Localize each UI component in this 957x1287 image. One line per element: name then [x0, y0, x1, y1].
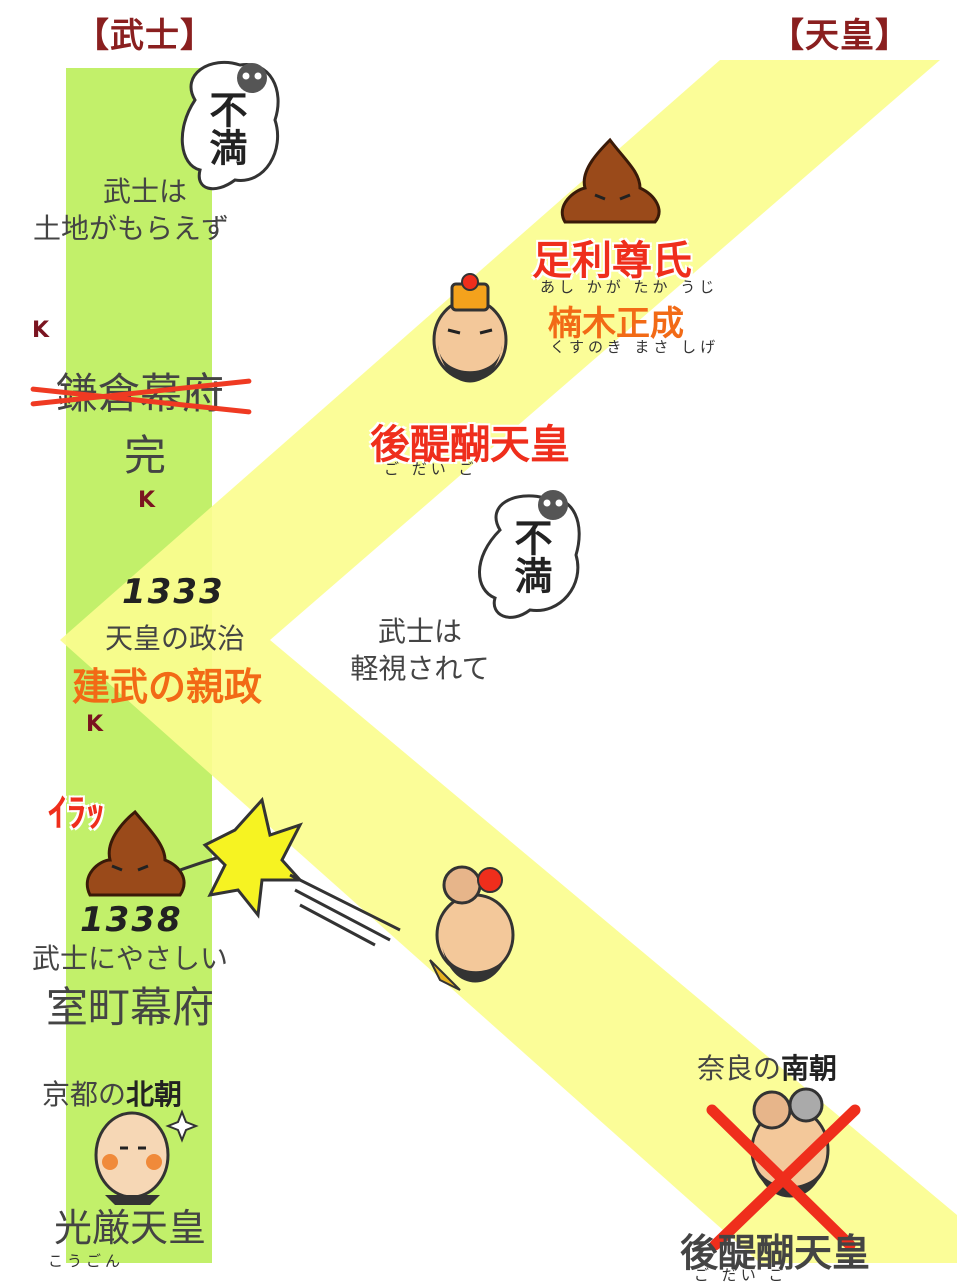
ashikaga-ruby: あし かが たか うじ	[540, 278, 719, 296]
k-mark-2: K	[138, 488, 156, 513]
kenmu-restoration: 建武の親政	[72, 665, 263, 709]
skull-bubble-middle-icon	[478, 490, 581, 619]
complaint-line1: 武士は	[102, 175, 187, 208]
kan-text: 完	[123, 431, 166, 480]
samurai-kind: 武士にやさしい	[31, 942, 228, 975]
k-mark-3: K	[86, 712, 104, 737]
bubble-text-middle: 不満	[508, 518, 552, 594]
ashikaga-poop-icon	[561, 137, 661, 224]
godaigo-face-upper-icon	[432, 273, 508, 383]
godaigo-emperor-bottom: 後醍醐天皇	[680, 1231, 871, 1275]
ashikaga-takauji: 足利尊氏	[532, 238, 692, 284]
nara-bold: 南朝	[781, 1052, 838, 1085]
year-1338: 1338	[80, 900, 183, 940]
kogon-face-icon	[94, 1109, 199, 1205]
kogon-emperor: 光厳天皇	[53, 1206, 206, 1250]
kyoto-north: 京都の北朝	[42, 1078, 182, 1112]
godaigo-emperor-upper: 後醍醐天皇	[370, 422, 570, 468]
godaigo-ruby-bottom: ご だい ご	[694, 1266, 788, 1284]
godaigo-ruby-upper: ご だい ご	[384, 460, 478, 478]
header-samurai: 【武士】	[75, 16, 215, 56]
impact-burst-icon	[202, 796, 401, 947]
kyoto-bold: 北朝	[126, 1078, 183, 1111]
nara-south: 奈良の南朝	[697, 1052, 837, 1086]
bubble-text-top: 不満	[203, 90, 247, 166]
nara-prefix: 奈良の	[697, 1052, 782, 1085]
kogon-ruby: こうごん	[48, 1252, 125, 1270]
muromachi-shogunate: 室町幕府	[45, 983, 214, 1032]
godaigo-face-knocked-icon	[429, 865, 515, 991]
iratsu-text: ｲﾗｯ	[48, 791, 106, 835]
kyoto-prefix: 京都の	[42, 1078, 127, 1111]
year-1333: 1333	[122, 572, 225, 612]
samurai-ignored-line2: 軽視されて	[350, 652, 490, 685]
kusunoki-masashige: 楠木正成	[548, 304, 684, 344]
samurai-ignored-line1: 武士は	[377, 615, 462, 648]
complaint-line2: 土地がもらえず	[32, 212, 229, 245]
kusunoki-ruby: くすのき まさ しげ	[550, 338, 720, 356]
emperor-politics: 天皇の政治	[104, 622, 245, 655]
red-x-icon	[706, 1104, 861, 1251]
header-emperor: 【天皇】	[770, 16, 910, 56]
k-mark-1: K	[32, 318, 50, 343]
skull-bubble-top-icon	[180, 60, 280, 191]
